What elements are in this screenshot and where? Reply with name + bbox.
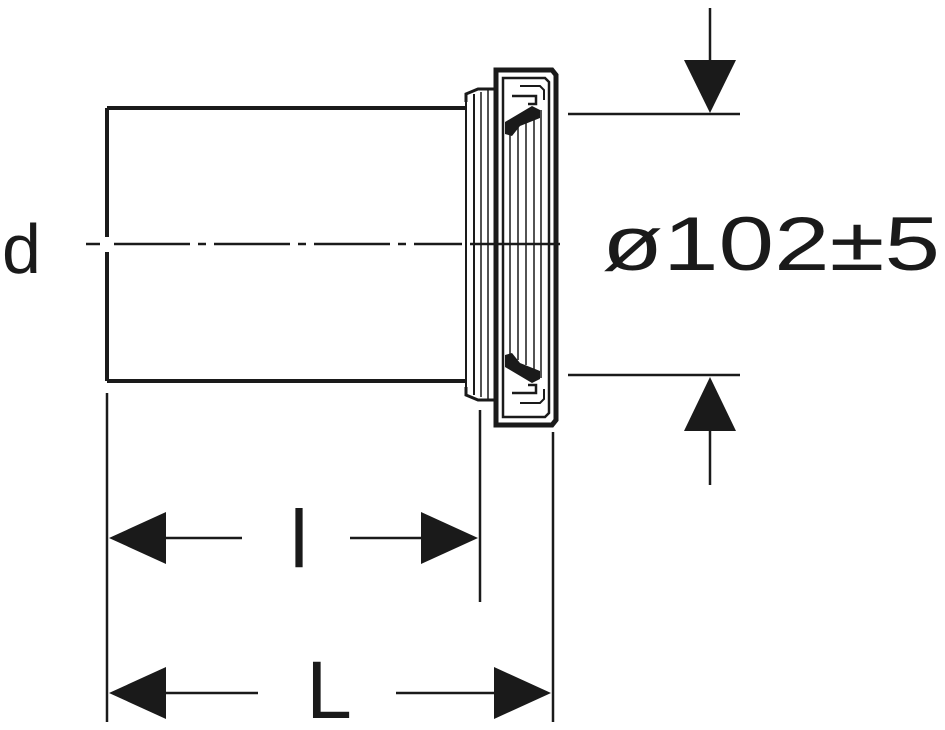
arrow-left-icon [109, 667, 166, 719]
socket-length-label: l [290, 494, 308, 585]
socket-nut-outline [493, 67, 559, 428]
arrow-right-icon [494, 667, 551, 719]
total-length-label: L [306, 645, 352, 730]
bottom-seal [505, 353, 545, 404]
length-dimensions [105, 393, 555, 722]
outer-diameter-label: ø102±5 [602, 202, 940, 287]
top-seal [505, 85, 545, 136]
socket-coupling [464, 67, 559, 428]
diameter-label: d [2, 210, 41, 288]
arrow-down-icon [684, 60, 736, 113]
arrow-up-icon [684, 377, 736, 431]
diameter-dimension [568, 8, 740, 485]
arrow-right-icon [421, 512, 478, 564]
arrow-left-icon [109, 512, 166, 564]
pipe-body [105, 106, 466, 383]
